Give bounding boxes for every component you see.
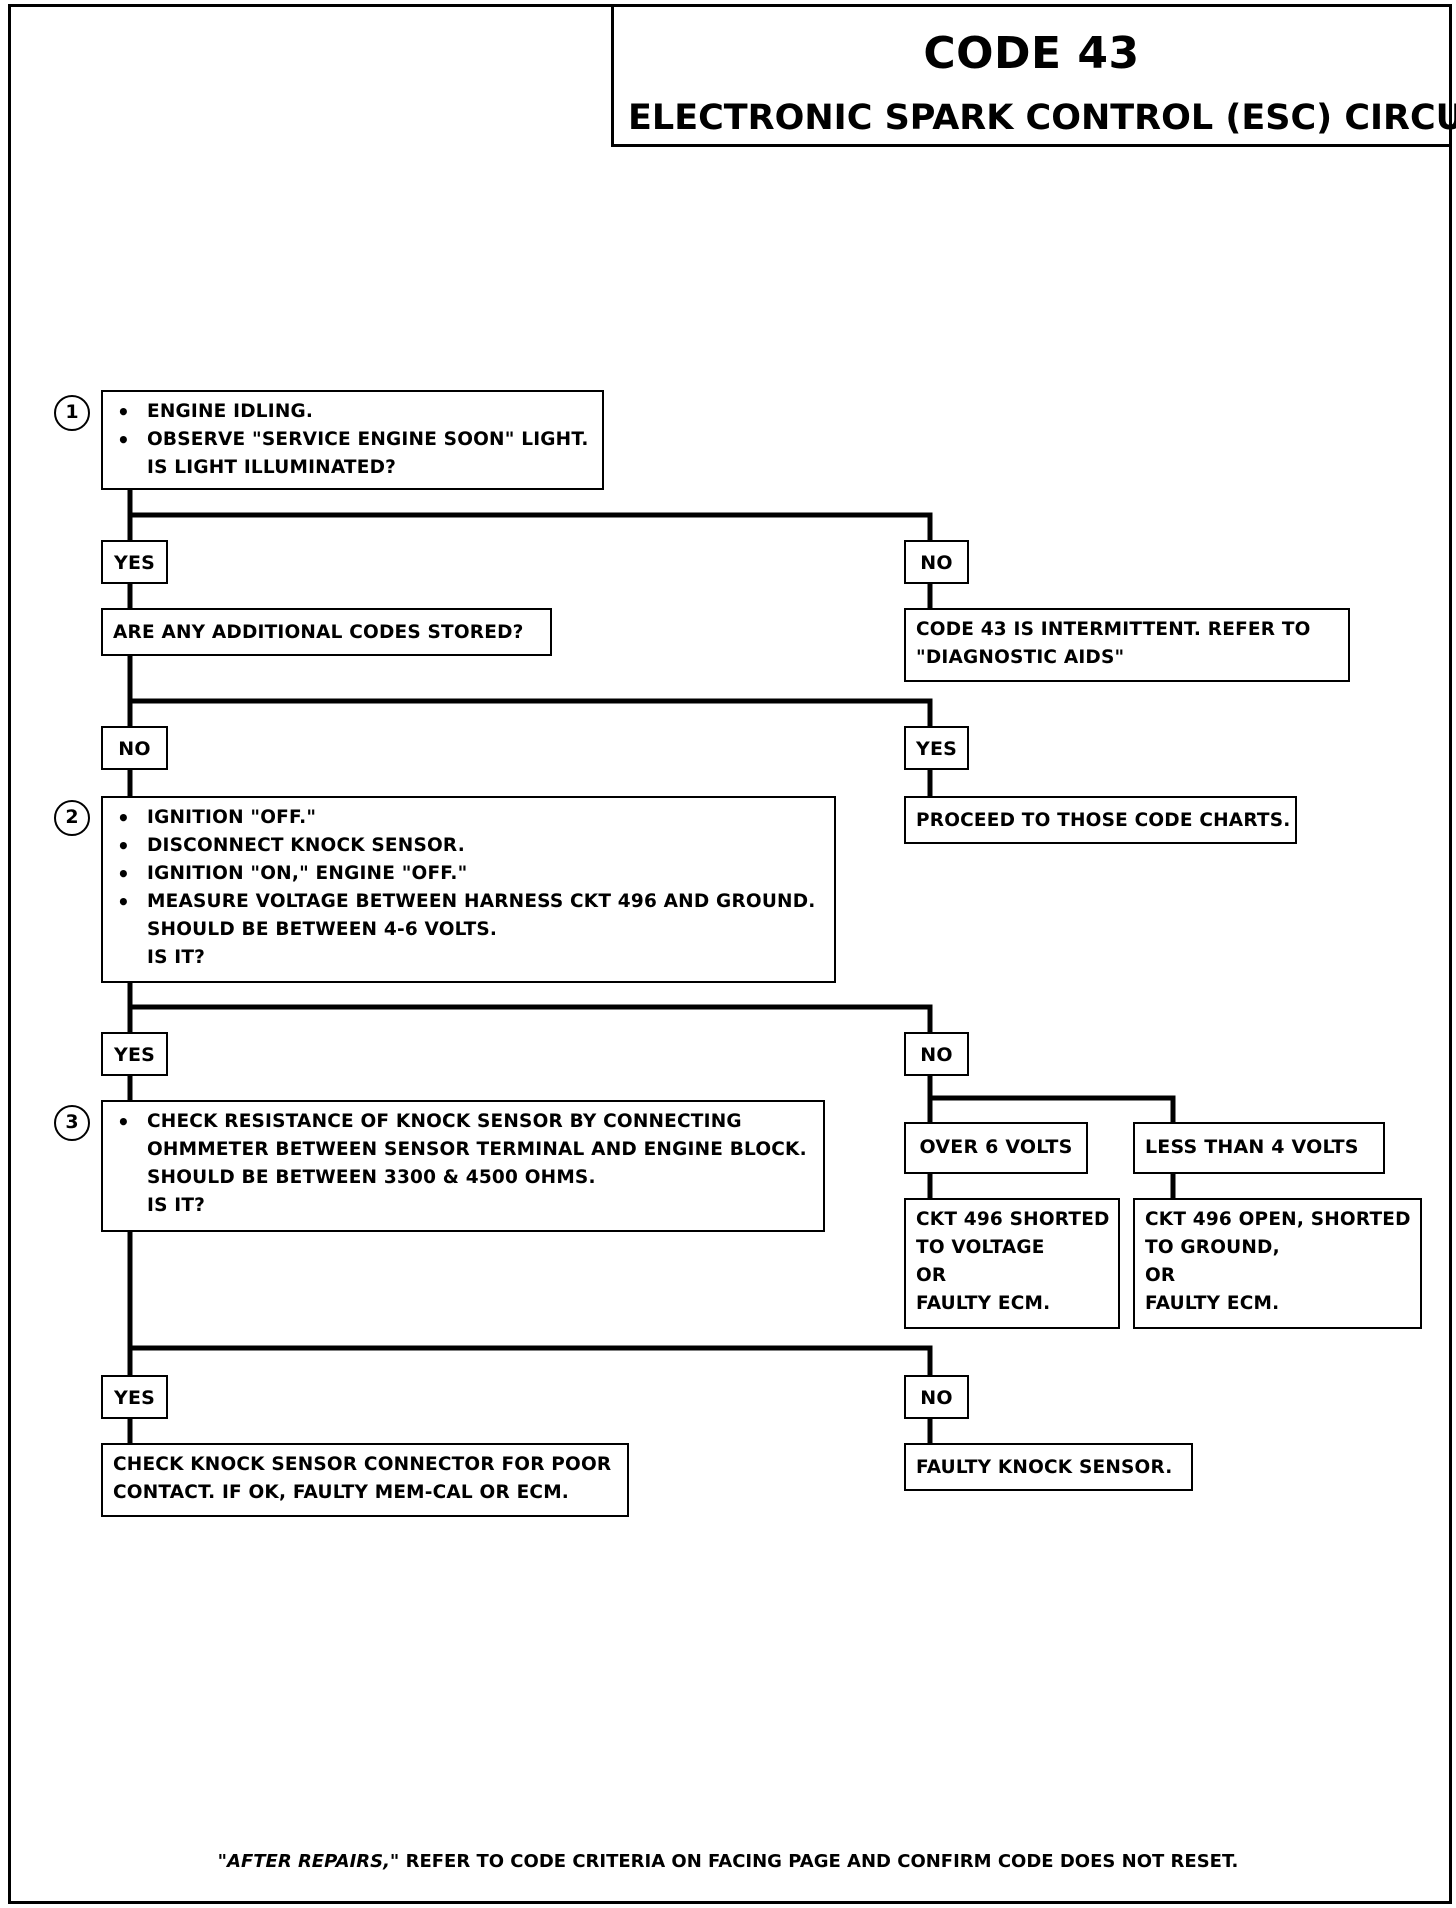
step2-question: IS IT? bbox=[147, 947, 206, 968]
step2-spec: SHOULD BE BETWEEN 4-6 VOLTS. bbox=[147, 919, 498, 940]
open-ground-line-4: FAULTY ECM. bbox=[1145, 1293, 1280, 1314]
shorted-to-voltage-box: CKT 496 SHORTED TO VOLTAGE OR FAULTY ECM… bbox=[904, 1198, 1120, 1329]
yes-label-3: YES bbox=[101, 1032, 168, 1076]
intermittent-box: CODE 43 IS INTERMITTENT. REFER TO "DIAGN… bbox=[904, 608, 1350, 682]
step-number-3: 3 bbox=[54, 1105, 90, 1141]
step3-question: IS IT? bbox=[147, 1195, 206, 1216]
step-number-2: 2 bbox=[54, 800, 90, 836]
faulty-knock-sensor-box: FAULTY KNOCK SENSOR. bbox=[904, 1443, 1193, 1491]
connector-check-line-2: CONTACT. IF OK, FAULTY MEM-CAL OR ECM. bbox=[113, 1482, 570, 1503]
shorted-voltage-line-2: TO VOLTAGE bbox=[916, 1237, 1045, 1258]
step-number-1: 1 bbox=[54, 395, 90, 431]
page-border bbox=[8, 4, 1452, 1904]
step3-bullet-1: CHECK RESISTANCE OF KNOCK SENSOR BY CONN… bbox=[113, 1108, 813, 1136]
footer-emphasis: "AFTER REPAIRS," bbox=[217, 1851, 400, 1872]
additional-codes-text: ARE ANY ADDITIONAL CODES STORED? bbox=[113, 622, 524, 643]
open-ground-line-3: OR bbox=[1145, 1265, 1176, 1286]
yes-label-4: YES bbox=[101, 1375, 168, 1419]
circuit-title: ELECTRONIC SPARK CONTROL (ESC) CIRCUIT bbox=[628, 98, 1456, 138]
no-label-1: NO bbox=[904, 540, 969, 584]
step3-spec: SHOULD BE BETWEEN 3300 & 4500 OHMS. bbox=[147, 1167, 596, 1188]
connector-additional-codes bbox=[127, 656, 933, 796]
title-box bbox=[611, 4, 1452, 147]
step2-bullet-4: MEASURE VOLTAGE BETWEEN HARNESS CKT 496 … bbox=[113, 888, 824, 916]
step1-question: IS LIGHT ILLUMINATED? bbox=[147, 457, 397, 478]
yes-label-1: YES bbox=[101, 540, 168, 584]
open-ground-line-1: CKT 496 OPEN, SHORTED bbox=[1145, 1209, 1411, 1230]
step3-line-a: OHMMETER BETWEEN SENSOR TERMINAL AND ENG… bbox=[147, 1139, 807, 1160]
open-ground-line-2: TO GROUND, bbox=[1145, 1237, 1280, 1258]
step2-bullet-1: IGNITION "OFF." bbox=[113, 804, 824, 832]
footer-note: "AFTER REPAIRS," REFER TO CODE CRITERIA … bbox=[0, 1851, 1456, 1872]
shorted-voltage-line-1: CKT 496 SHORTED bbox=[916, 1209, 1110, 1230]
proceed-text: PROCEED TO THOSE CODE CHARTS. bbox=[916, 810, 1291, 831]
connector-step2 bbox=[127, 983, 933, 1100]
code-title: CODE 43 bbox=[923, 28, 1140, 79]
connector-step1 bbox=[127, 490, 933, 608]
additional-codes-box: ARE ANY ADDITIONAL CODES STORED? bbox=[101, 608, 552, 656]
open-shorted-ground-box: CKT 496 OPEN, SHORTED TO GROUND, OR FAUL… bbox=[1133, 1198, 1422, 1329]
proceed-box: PROCEED TO THOSE CODE CHARTS. bbox=[904, 796, 1297, 844]
step1-bullet-1: ENGINE IDLING. bbox=[113, 398, 592, 426]
over-6-volts-label: OVER 6 VOLTS bbox=[904, 1122, 1088, 1174]
intermittent-line-1: CODE 43 IS INTERMITTENT. REFER TO bbox=[916, 619, 1311, 640]
faulty-knock-sensor-text: FAULTY KNOCK SENSOR. bbox=[916, 1457, 1173, 1478]
step3-box: CHECK RESISTANCE OF KNOCK SENSOR BY CONN… bbox=[101, 1100, 825, 1232]
connector-step3 bbox=[127, 1232, 933, 1443]
no-label-2: NO bbox=[101, 726, 168, 770]
connector-check-line-1: CHECK KNOCK SENSOR CONNECTOR FOR POOR bbox=[113, 1454, 612, 1475]
connector-check-box: CHECK KNOCK SENSOR CONNECTOR FOR POOR CO… bbox=[101, 1443, 629, 1517]
shorted-voltage-line-4: FAULTY ECM. bbox=[916, 1293, 1051, 1314]
intermittent-line-2: "DIAGNOSTIC AIDS" bbox=[916, 647, 1125, 668]
no-label-3: NO bbox=[904, 1032, 969, 1076]
step2-bullet-2: DISCONNECT KNOCK SENSOR. bbox=[113, 832, 824, 860]
step1-box: ENGINE IDLING. OBSERVE "SERVICE ENGINE S… bbox=[101, 390, 604, 490]
step2-bullet-3: IGNITION "ON," ENGINE "OFF." bbox=[113, 860, 824, 888]
footer-text: REFER TO CODE CRITERIA ON FACING PAGE AN… bbox=[399, 1851, 1239, 1872]
shorted-voltage-line-3: OR bbox=[916, 1265, 947, 1286]
step2-box: IGNITION "OFF." DISCONNECT KNOCK SENSOR.… bbox=[101, 796, 836, 983]
yes-label-2: YES bbox=[904, 726, 969, 770]
no-label-4: NO bbox=[904, 1375, 969, 1419]
less-than-4-volts-label: LESS THAN 4 VOLTS bbox=[1133, 1122, 1385, 1174]
step1-bullet-2: OBSERVE "SERVICE ENGINE SOON" LIGHT. bbox=[113, 426, 592, 454]
connector-voltage-split bbox=[927, 1095, 1176, 1198]
